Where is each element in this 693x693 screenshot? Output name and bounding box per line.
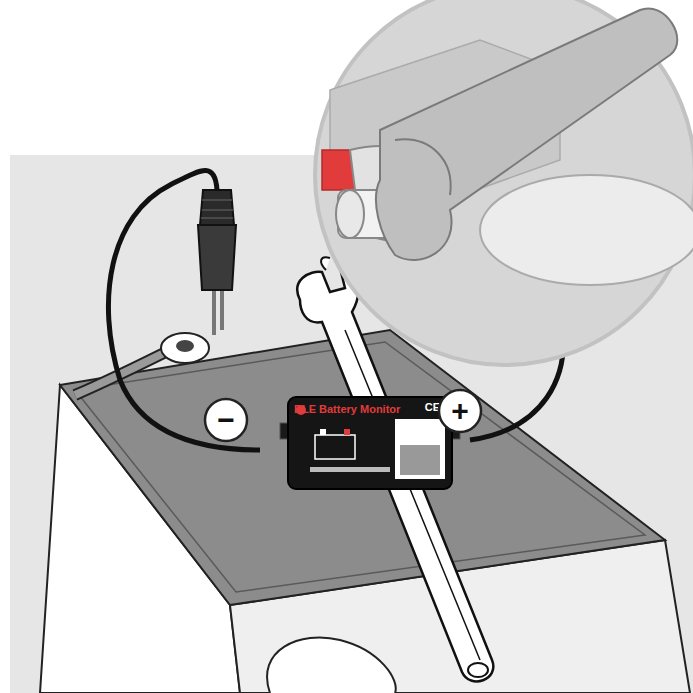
wrench-groove <box>345 330 480 660</box>
fine-print <box>310 467 390 472</box>
terminal-sign: + <box>437 388 483 434</box>
battery-icon-post <box>344 429 350 435</box>
qr-code <box>400 445 440 475</box>
label-sticker <box>395 419 445 479</box>
plug-grip <box>200 190 234 225</box>
terminal-ring <box>161 333 209 363</box>
ce-mark: CE <box>425 401 440 413</box>
device-body <box>288 397 452 489</box>
cable <box>108 171 260 450</box>
battery-icon-post <box>320 429 326 435</box>
grip-ridges <box>201 200 233 218</box>
terminal-post <box>176 340 194 352</box>
plug-prong <box>212 285 216 335</box>
wrench-hole <box>468 663 488 677</box>
inset-terminal-base <box>480 175 693 285</box>
wrench-tip <box>321 257 330 270</box>
inset-wrench-jaw <box>395 139 451 195</box>
battery-icon <box>315 435 355 459</box>
inset-wrench <box>376 8 677 260</box>
plug-prong <box>220 285 224 330</box>
inset-bolt-end <box>336 190 364 238</box>
device-name: BLE Battery Monitor <box>294 403 400 415</box>
terminal-sign: − <box>203 397 249 443</box>
polarity-sign: − <box>203 397 249 443</box>
clamp <box>267 637 396 693</box>
polarity-sign: + <box>437 388 483 434</box>
plug-body <box>198 225 236 290</box>
